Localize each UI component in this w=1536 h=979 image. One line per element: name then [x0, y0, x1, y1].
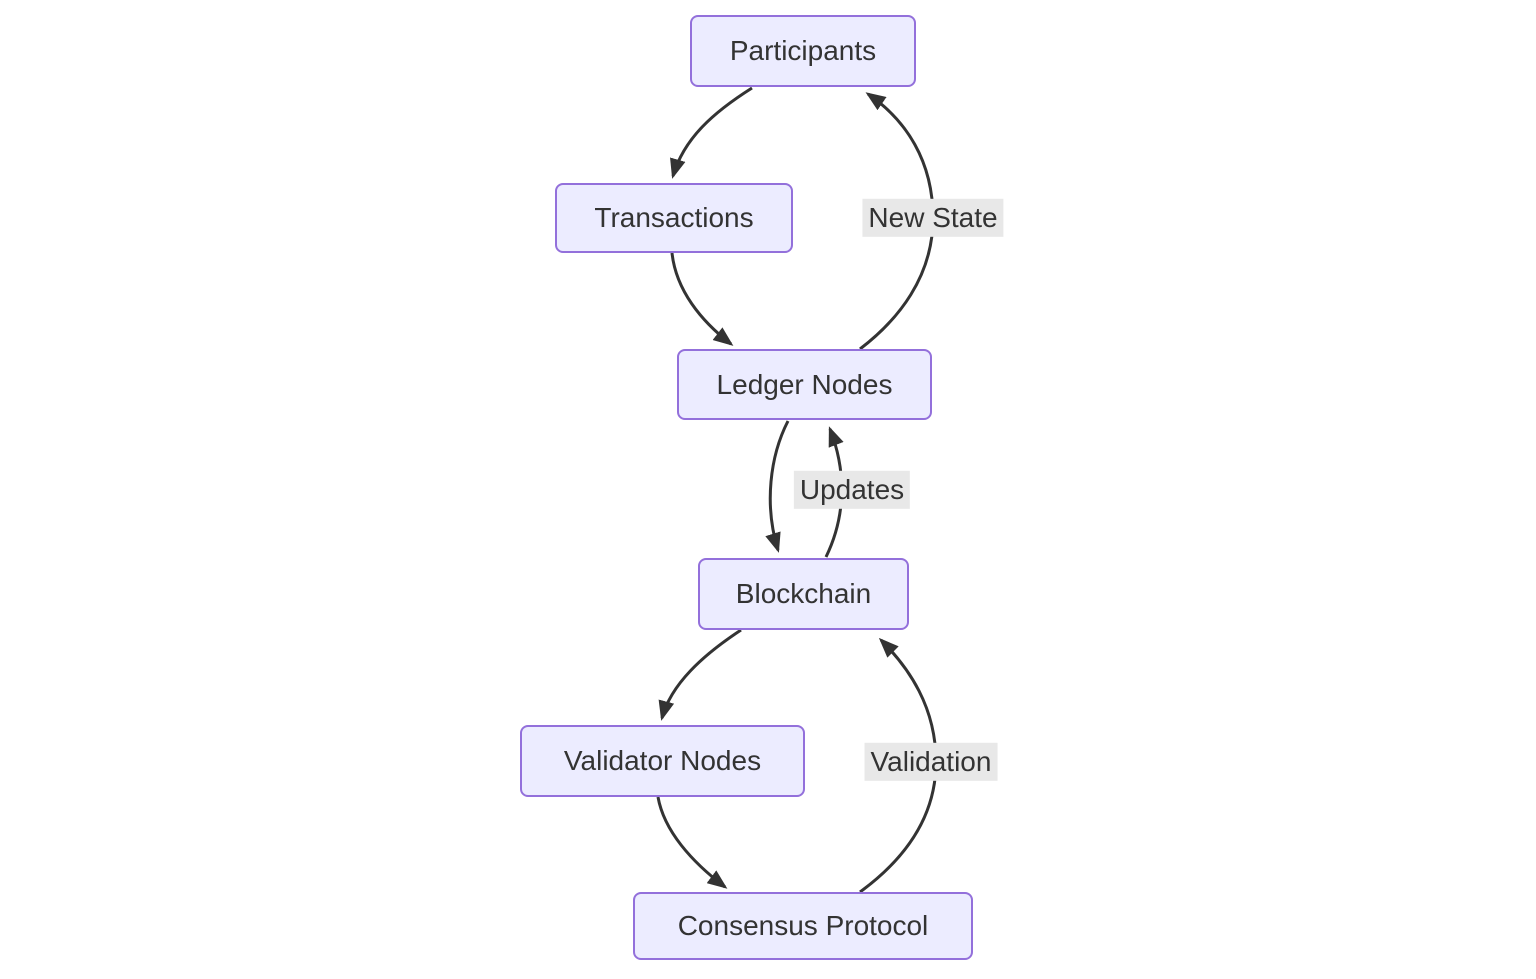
- edge-label-validation: Validation: [864, 742, 998, 782]
- node-transactions: Transactions: [555, 183, 793, 253]
- edge-blockchain-to-validator-nodes: [658, 628, 742, 721]
- edge-label-updates: Updates: [793, 470, 911, 510]
- edge-transactions-to-ledger-nodes: [670, 252, 734, 346]
- edge-label-new-state: New State: [862, 198, 1004, 238]
- node-participants: Participants: [690, 15, 916, 87]
- node-blockchain: Blockchain: [698, 558, 909, 630]
- edge-participants-to-transactions: [670, 86, 753, 179]
- edge-validator-nodes-to-consensus-protocol: [656, 796, 728, 889]
- node-ledger-nodes: Ledger Nodes: [677, 349, 932, 420]
- node-validator-nodes: Validator Nodes: [520, 725, 805, 797]
- edge-ledger-nodes-to-blockchain: [765, 420, 790, 553]
- node-consensus-protocol: Consensus Protocol: [633, 892, 973, 960]
